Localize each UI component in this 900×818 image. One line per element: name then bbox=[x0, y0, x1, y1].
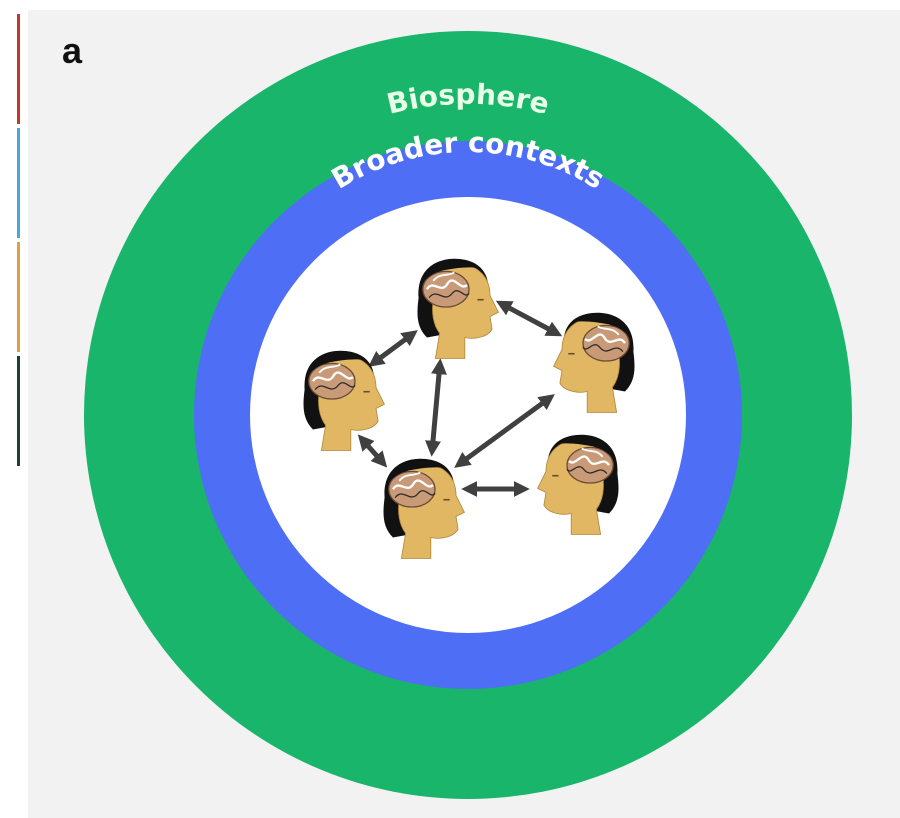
diagram-panel: a bbox=[28, 10, 900, 818]
arrow-head1-head2 bbox=[368, 330, 418, 367]
arrow-head2-head3 bbox=[495, 300, 563, 337]
strip-segment-dark-green bbox=[17, 356, 20, 466]
nested-circles-diagram: Biosphere Broader contexts bbox=[84, 31, 852, 799]
strip-segment-blue bbox=[17, 128, 20, 238]
strip-segment-orange bbox=[17, 242, 20, 352]
arrow-head1-head4 bbox=[357, 434, 388, 468]
arrow-head4-head3 bbox=[454, 394, 555, 468]
strip-segment-red bbox=[17, 14, 20, 124]
arrow-head2-head4 bbox=[425, 358, 447, 457]
panel-label: a bbox=[62, 30, 83, 71]
left-color-strip bbox=[0, 0, 28, 818]
